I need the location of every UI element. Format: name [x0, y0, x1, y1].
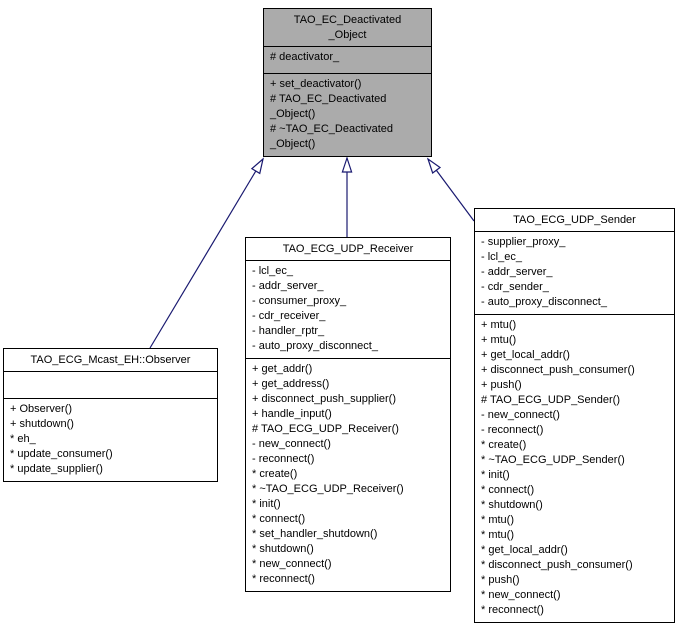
method-line: * reconnect() [252, 573, 315, 585]
class-methods: + set_deactivator() # TAO_EC_Deactivated _… [264, 73, 431, 156]
attribute-line: - supplier_proxy_ [481, 236, 566, 248]
method-line: + Observer() [10, 403, 73, 415]
method-line: * get_local_addr() [481, 544, 568, 556]
method-line: * new_connect() [252, 558, 332, 570]
method-line: + mtu() [481, 334, 517, 346]
method-line: * new_connect() [481, 589, 561, 601]
method-line: * ~TAO_ECG_UDP_Sender() [481, 454, 625, 466]
class-title-line: _Object [328, 29, 367, 41]
method-line: + disconnect_push_consumer() [481, 364, 635, 376]
method-line: + disconnect_push_supplier() [252, 393, 397, 405]
class-attributes: - lcl_ec_ - addr_server_ - consumer_proxy_… [246, 260, 450, 358]
class-title-line: TAO_EC_Deactivated [293, 14, 402, 26]
class-methods: + get_addr() + get_address() + disconnect_… [246, 358, 450, 591]
method-line: _Object() [270, 138, 316, 150]
method-line: * update_supplier() [10, 463, 103, 475]
class-title: TAO_EC_Deactivated _Object [264, 9, 431, 46]
method-line: # TAO_ECG_UDP_Receiver() [252, 423, 399, 435]
method-line: # ~TAO_EC_Deactivated [270, 123, 393, 135]
method-line: * reconnect() [481, 604, 544, 616]
method-line: - reconnect() [252, 453, 315, 465]
class-node-tao-ecg-udp-receiver[interactable]: TAO_ECG_UDP_Receiver - lcl_ec_ - addr_ser… [245, 237, 451, 592]
attribute-line: - addr_server_ [252, 280, 324, 292]
method-line: * disconnect_push_consumer() [481, 559, 633, 571]
method-line: * init() [481, 469, 510, 481]
method-line: + handle_input() [252, 408, 332, 420]
method-line: * connect() [481, 484, 535, 496]
method-line: - new_connect() [481, 409, 560, 421]
method-line: * mtu() [481, 514, 514, 526]
method-line: + get_local_addr() [481, 349, 570, 361]
method-line: _Object() [270, 108, 316, 120]
method-line: - reconnect() [481, 424, 544, 436]
attribute-line: - handler_rptr_ [252, 325, 325, 337]
method-line: * set_handler_shutdown() [252, 528, 378, 540]
class-node-tao-ec-deactivated-object: TAO_EC_Deactivated _Object # deactivator_… [263, 8, 432, 157]
method-line: * connect() [252, 513, 306, 525]
attribute-line: - addr_server_ [481, 266, 553, 278]
class-node-tao-ecg-mcast-eh-observer[interactable]: TAO_ECG_Mcast_EH::Observer + Observer()+… [3, 348, 218, 482]
class-title-line: TAO_ECG_UDP_Sender [513, 214, 636, 226]
method-line: * init() [252, 498, 281, 510]
attribute-line: - consumer_proxy_ [252, 295, 347, 307]
method-line: * push() [481, 574, 520, 586]
method-line: + get_addr() [252, 363, 313, 375]
attribute-line: - auto_proxy_disconnect_ [252, 340, 378, 352]
attribute-line: - lcl_ec_ [481, 251, 522, 263]
method-line: * mtu() [481, 529, 514, 541]
method-line: - new_connect() [252, 438, 331, 450]
attribute-line: - cdr_receiver_ [252, 310, 326, 322]
class-title: TAO_ECG_UDP_Sender [475, 209, 674, 231]
class-methods: + mtu() + mtu() + get_local_addr() + discon… [475, 314, 674, 622]
method-line: + get_address() [252, 378, 330, 390]
attribute-line: # deactivator_ [270, 51, 340, 63]
method-line: * shutdown() [252, 543, 314, 555]
class-attributes [4, 371, 217, 398]
method-line: * create() [252, 468, 298, 480]
class-title-line: TAO_ECG_Mcast_EH::Observer [30, 354, 191, 366]
method-line: + mtu() [481, 319, 517, 331]
class-node-tao-ecg-udp-sender[interactable]: TAO_ECG_UDP_Sender - supplier_proxy_ - lc… [474, 208, 675, 623]
method-line: # TAO_EC_Deactivated [270, 93, 387, 105]
class-title: TAO_ECG_Mcast_EH::Observer [4, 349, 217, 371]
method-line: * shutdown() [481, 499, 543, 511]
method-line: * ~TAO_ECG_UDP_Receiver() [252, 483, 404, 495]
class-title: TAO_ECG_UDP_Receiver [246, 238, 450, 260]
class-attributes: - supplier_proxy_ - lcl_ec_ - addr_server_… [475, 231, 674, 314]
method-line: # TAO_ECG_UDP_Sender() [481, 394, 620, 406]
method-line: * create() [481, 439, 527, 451]
method-line: + push() [481, 379, 522, 391]
attribute-line: - lcl_ec_ [252, 265, 293, 277]
attribute-line: - auto_proxy_disconnect_ [481, 296, 607, 308]
inheritance-arrow-sender-to-base [426, 157, 475, 222]
attribute-line: - cdr_sender_ [481, 281, 549, 293]
class-attributes: # deactivator_ [264, 46, 431, 73]
class-methods: + Observer() + shutdown() * eh_ * update_co… [4, 398, 217, 481]
method-line: * eh_ [10, 433, 36, 445]
method-line: + shutdown() [10, 418, 74, 430]
inheritance-arrow-observer-to-base [149, 157, 264, 349]
method-line: + set_deactivator() [270, 78, 362, 90]
class-title-line: TAO_ECG_UDP_Receiver [282, 243, 414, 255]
method-line: * update_consumer() [10, 448, 113, 460]
